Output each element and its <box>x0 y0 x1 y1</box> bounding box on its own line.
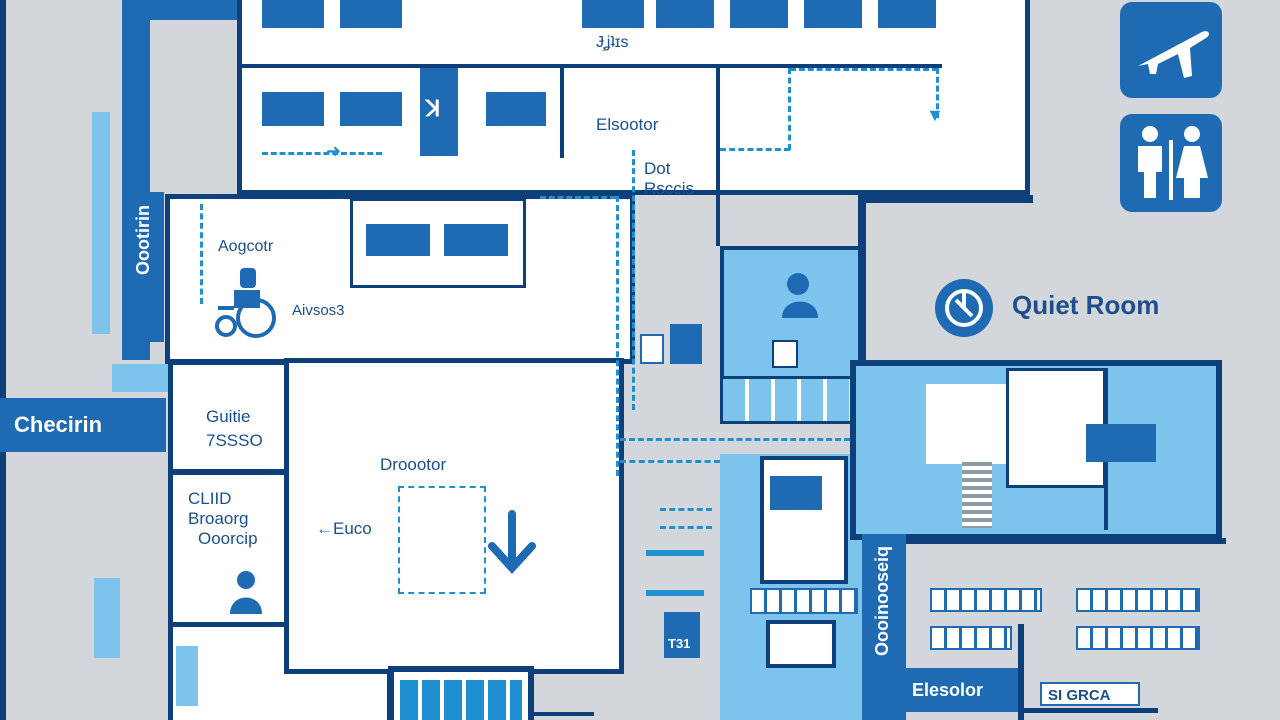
down-arrow-icon <box>484 510 540 576</box>
stair-marker: ꓘ <box>420 68 458 156</box>
window-top-4 <box>656 0 714 28</box>
top-route-2 <box>720 148 790 151</box>
window-2-1 <box>262 92 324 126</box>
vertical-right-label: Oooinooseiq <box>872 546 892 656</box>
left-bottom-marker <box>94 578 120 658</box>
center-room <box>284 358 624 674</box>
top-label: Ɉ̧ʝʇɪs <box>596 34 629 51</box>
bidirectional-arrow-2 <box>646 590 704 596</box>
center-dash-box <box>398 486 486 594</box>
euco-text: Euco <box>333 519 372 538</box>
elevator-sign: SI GRCA <box>1040 682 1140 706</box>
quiet-area-white-2 <box>926 384 1006 464</box>
elevator-divider <box>1018 624 1024 720</box>
dot-label-line2: Rsccis <box>644 179 695 198</box>
top-route-1 <box>262 152 382 155</box>
window-3-1 <box>366 224 430 256</box>
right-lower-box <box>766 620 836 668</box>
route-arrow-1 <box>660 508 712 511</box>
small-sign-1 <box>640 334 664 364</box>
elevator-stripe-1 <box>930 588 1042 612</box>
window-3-2 <box>444 224 508 256</box>
window-top-7 <box>878 0 936 28</box>
quiet-room-icon[interactable] <box>934 278 994 338</box>
elevator-stripe-4 <box>1076 626 1200 650</box>
window-top-6 <box>804 0 862 28</box>
left-light-strip <box>112 364 174 392</box>
wheelchair-icon <box>204 268 278 338</box>
window-2-3 <box>486 92 546 126</box>
restroom-icon[interactable] <box>1120 114 1222 212</box>
right-stripe-panel <box>750 588 858 614</box>
right-grid-zone <box>720 376 856 424</box>
window-top-1 <box>262 0 324 28</box>
left-corridor-cap <box>122 0 240 20</box>
small-tile <box>772 340 798 368</box>
person-icon <box>226 570 266 614</box>
bidirectional-arrow-1 <box>646 550 704 556</box>
bottom-gate-wall <box>534 712 594 716</box>
top-inner-wall <box>560 68 564 158</box>
window-2-2 <box>340 92 402 126</box>
top-route-arrow: ➜ <box>326 141 342 161</box>
elevator-banner[interactable]: Elesolor <box>906 668 1018 712</box>
bottom-left-tile <box>176 646 198 706</box>
quiet-area-sign[interactable] <box>1086 424 1156 462</box>
middle-route <box>540 196 616 199</box>
dot-label-line1: Dot <box>644 159 671 178</box>
wheel-room-dash <box>200 204 203 304</box>
quiet-room-label: Quiet Room <box>1012 290 1160 320</box>
elevator-area-wall <box>906 538 1226 544</box>
vertical-left-label: Oootirin <box>133 205 153 275</box>
top-hall-divider <box>242 64 942 68</box>
checkin-label: Checirin <box>14 412 103 437</box>
elevator-bottom-wall <box>1018 708 1158 713</box>
corridor-dash-3 <box>620 438 850 441</box>
elevator-label: Elesolor <box>912 680 984 700</box>
left-vertical-tab <box>126 192 164 342</box>
top-inner-wall-2 <box>716 68 720 246</box>
left-light-pillar <box>92 112 110 334</box>
bottom-gate <box>388 666 534 720</box>
sign-code: SI GRCA <box>1048 687 1111 704</box>
top-route-arrow-down: ▼ <box>926 105 944 125</box>
right-column <box>858 195 866 365</box>
checkin-banner[interactable]: Checirin <box>0 398 166 452</box>
small-sign-3[interactable]: T31 <box>664 612 700 658</box>
left-text-line-3: Ooorcip <box>198 529 258 548</box>
left-edge-line <box>0 0 6 720</box>
left-room-label: Aogcotr <box>218 238 274 255</box>
corridor-dash-1 <box>616 196 619 476</box>
quiet-area-stripes <box>962 462 992 528</box>
route-arrow-2 <box>660 526 712 529</box>
top-route-3 <box>788 68 791 150</box>
right-vertical-tab <box>862 534 906 720</box>
left-arrow-icon: ← <box>316 519 333 538</box>
elevator-stripe-3 <box>930 626 1012 650</box>
right-column-top <box>858 195 1033 203</box>
corridor-dash-4 <box>620 460 720 463</box>
wheel-room-label: Aivsos3 <box>292 302 345 319</box>
small-sign-label: T31 <box>668 636 691 651</box>
center-label: Droootor <box>380 455 447 474</box>
airplane-icon[interactable] <box>1120 2 1222 98</box>
top-route-5 <box>936 68 939 118</box>
junction-label: Elsootor <box>596 115 659 134</box>
elevator-stripe-2 <box>1076 588 1200 612</box>
window-top-2 <box>340 0 402 28</box>
guide-line-1: Guitie <box>206 407 251 426</box>
window-top-5 <box>730 0 788 28</box>
corridor-dash-2 <box>632 150 635 410</box>
user-icon <box>776 270 826 330</box>
right-inner-window <box>770 476 822 510</box>
guide-line-2: 7SSSO <box>206 431 263 450</box>
left-text-line-2: Broaorg <box>188 509 249 528</box>
small-sign-2[interactable] <box>670 324 702 364</box>
window-top-3 <box>582 0 644 28</box>
top-route-4 <box>790 68 938 71</box>
left-text-line-1: CLIID <box>188 489 232 508</box>
euco-label: ←Euco <box>316 519 372 539</box>
